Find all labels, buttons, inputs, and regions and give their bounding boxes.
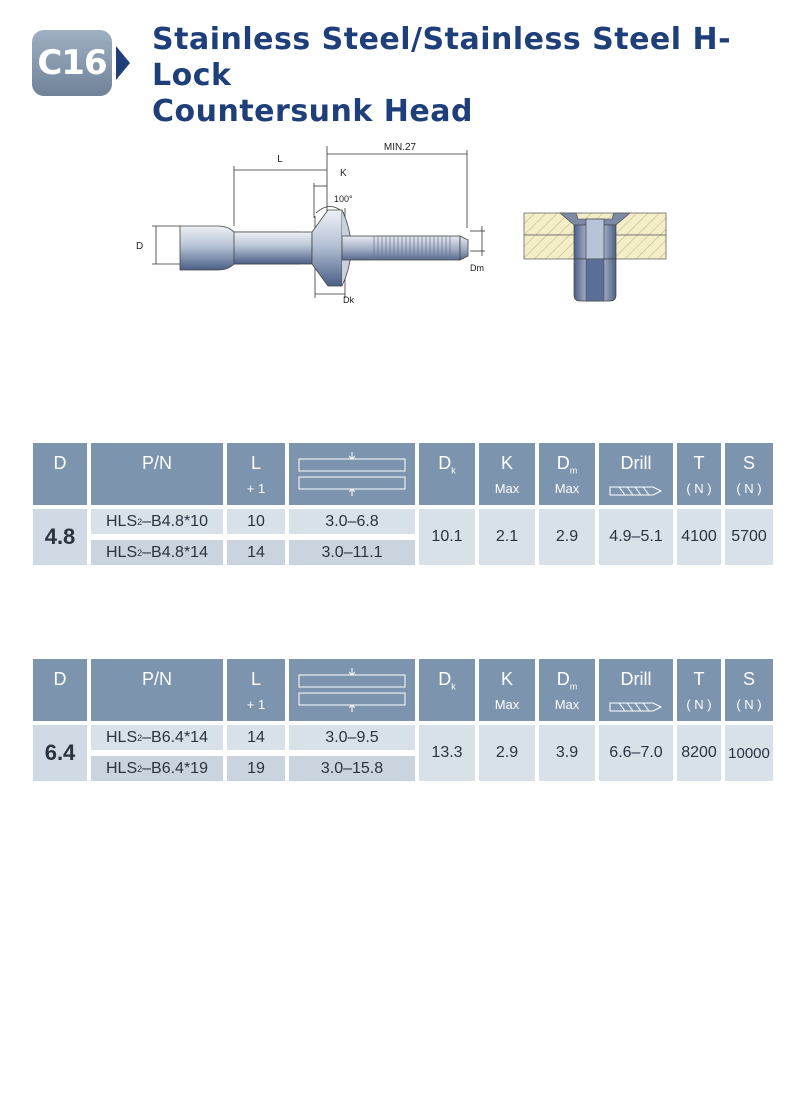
label-dk: Dk (343, 295, 354, 305)
header-s: S( N ) (725, 659, 773, 721)
header-dk: Dk (419, 659, 475, 721)
grip-range-icon (298, 452, 406, 496)
cell-grip: 3.0–15.8 (289, 756, 415, 781)
cell-d: 4.8 (33, 509, 87, 565)
cell-drill: 6.6–7.0 (599, 725, 673, 781)
header-grip (289, 659, 415, 721)
header-dk: Dk (419, 443, 475, 505)
cell-drill: 4.9–5.1 (599, 509, 673, 565)
header-d: D (33, 443, 87, 505)
cell-l: 14 (227, 725, 285, 750)
cell-l: 10 (227, 509, 285, 534)
cell-dk: 13.3 (419, 725, 475, 781)
header-drill: Drill (599, 659, 673, 721)
cell-grip: 3.0–6.8 (289, 509, 415, 534)
label-l: L (277, 154, 283, 165)
header-t: T( N ) (677, 659, 721, 721)
header-s: S( N ) (725, 443, 773, 505)
cell-s: 5700 (725, 509, 773, 565)
header-d: D (33, 659, 87, 721)
cell-k: 2.1 (479, 509, 535, 565)
badge-arrow-icon (116, 46, 130, 80)
title-line-2: Countersunk Head (152, 94, 473, 129)
rivet-dimension-diagram: L K MIN.27 100° D Dm Dk (136, 142, 485, 305)
header-pn: P/N (91, 443, 223, 505)
cell-d: 6.4 (33, 725, 87, 781)
header-drill: Drill (599, 443, 673, 505)
page-title: Stainless Steel/Stainless Steel H-Lock C… (152, 22, 772, 130)
label-min: MIN.27 (384, 142, 417, 153)
cell-grip: 3.0–11.1 (289, 540, 415, 565)
header-l: L+ 1 (227, 443, 285, 505)
cell-s: 10000 (725, 725, 773, 781)
cell-t: 8200 (677, 725, 721, 781)
drill-bit-icon (609, 486, 663, 496)
installed-section-diagram (523, 212, 667, 302)
grip-range-icon (298, 668, 406, 712)
cell-grip: 3.0–9.5 (289, 725, 415, 750)
cell-dm: 3.9 (539, 725, 595, 781)
cell-dm: 2.9 (539, 509, 595, 565)
label-k: K (340, 168, 347, 179)
cell-l: 19 (227, 756, 285, 781)
header-t: T( N ) (677, 443, 721, 505)
cell-t: 4100 (677, 509, 721, 565)
drill-bit-icon (609, 702, 663, 712)
header-pn: P/N (91, 659, 223, 721)
cell-dk: 10.1 (419, 509, 475, 565)
header-l: L+ 1 (227, 659, 285, 721)
cell-k: 2.9 (479, 725, 535, 781)
section-badge: C16 (32, 30, 112, 96)
cell-l: 14 (227, 540, 285, 565)
header-grip (289, 443, 415, 505)
label-angle: 100° (334, 194, 353, 204)
title-line-1: Stainless Steel/Stainless Steel H-Lock (152, 22, 732, 93)
label-d: D (136, 241, 143, 252)
label-dm: Dm (470, 263, 484, 273)
